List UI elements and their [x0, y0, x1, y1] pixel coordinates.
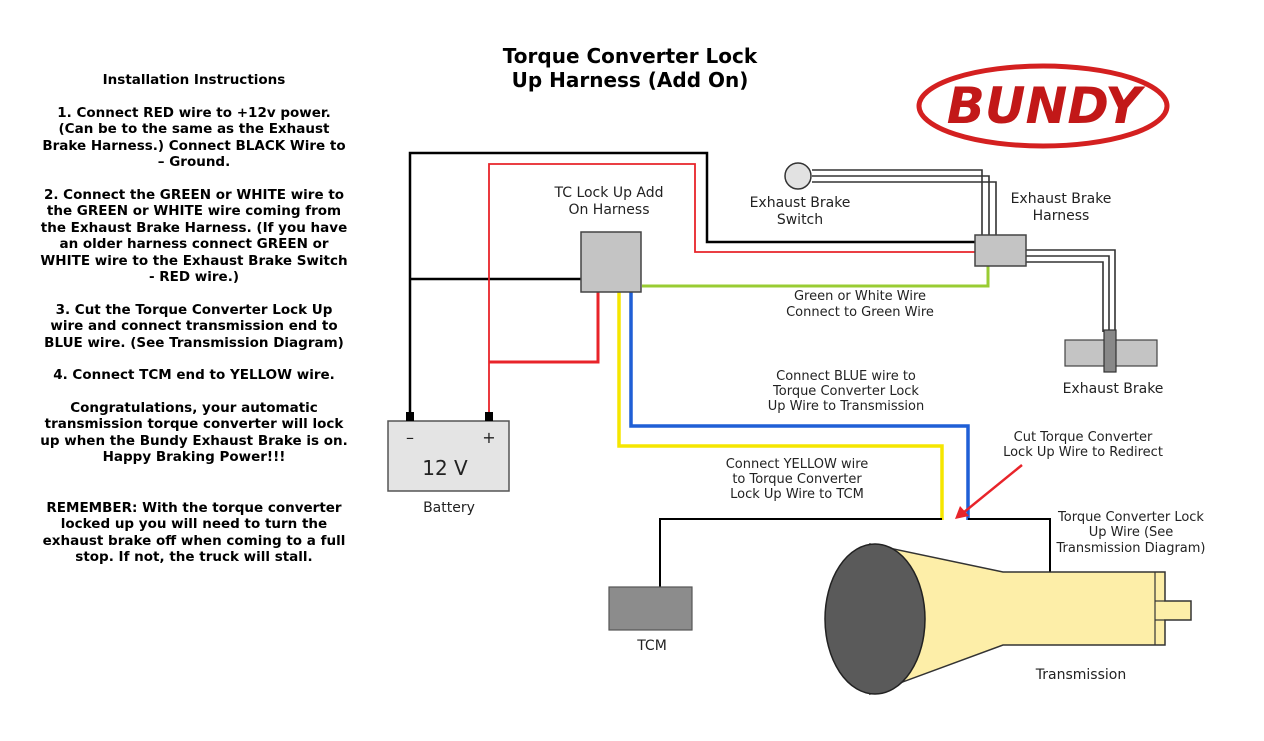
diagram-title: Torque Converter Lock Up Harness (Add On…: [470, 44, 790, 92]
transmission-icon: [824, 543, 1192, 696]
battery-icon: [387, 412, 510, 492]
blue-wire-label-line2: Torque Converter Lock: [772, 384, 919, 399]
battery-plus-label: +: [482, 428, 495, 447]
battery-minus-label: –: [406, 428, 414, 447]
exhaust-harness-label-line1: Exhaust Brake: [1011, 191, 1112, 207]
yellow-wire-label-line3: Lock Up Wire to TCM: [730, 487, 864, 502]
tc-harness-label-line1: TC Lock Up Add: [553, 185, 663, 201]
green-wire-label-line2: Connect to Green Wire: [786, 305, 934, 320]
exhaust-brake-label: Exhaust Brake: [1063, 381, 1164, 397]
green-wire-label-line1: Green or White Wire: [794, 289, 926, 304]
instructions-heading: Installation Instructions: [102, 72, 286, 88]
blue-wire: [629, 292, 970, 520]
tc-lockup-harness-box: [580, 231, 642, 293]
red-wire-top: [488, 163, 975, 412]
exhaust-switch-label-line2: Switch: [777, 212, 823, 228]
blue-wire-label-line1: Connect BLUE wire to: [776, 369, 916, 384]
cut-wire-label-line2: Lock Up Wire to Redirect: [1003, 445, 1163, 460]
red-wire-power: [489, 292, 600, 364]
transmission-wire: [968, 518, 1051, 572]
congratulations-note: Congratulations, your automatic transmis…: [40, 399, 348, 466]
transmission-label: Transmission: [1035, 667, 1126, 683]
tc-wire-label-line1: Torque Converter Lock: [1057, 510, 1204, 525]
exhaust-harness-label-line2: Harness: [1033, 208, 1090, 224]
tc-harness-label-line2: On Harness: [568, 202, 649, 218]
instruction-step-3: 3. Cut the Torque Converter Lock Up wire…: [44, 301, 344, 351]
yellow-wire-label-line2: to Torque Converter: [732, 472, 862, 487]
red-arrow-icon: [955, 464, 1023, 519]
yellow-wire: [617, 292, 944, 520]
blue-wire-label-line3: Up Wire to Transmission: [768, 399, 924, 414]
instruction-step-2: 2. Connect the GREEN or WHITE wire to th…: [40, 186, 348, 286]
exhaust-brake-harness-box: [974, 234, 1027, 267]
tcm-label: TCM: [636, 638, 667, 654]
exhaust-switch-label-line1: Exhaust Brake: [750, 195, 851, 211]
battery-label: Battery: [423, 500, 475, 516]
remember-note: REMEMBER: With the torque converter lock…: [42, 499, 346, 566]
exhaust-brake-icon: [1064, 329, 1158, 373]
cut-wire-label-line1: Cut Torque Converter: [1014, 430, 1153, 445]
tc-wire-label-line2: Up Wire (See: [1089, 525, 1174, 540]
tcm-box: [608, 586, 693, 631]
bundy-logo-text: BUNDY: [947, 77, 1146, 135]
instruction-step-4: 4. Connect TCM end to YELLOW wire.: [53, 367, 335, 383]
black-wire-top: [408, 151, 975, 412]
exhaust-brake-wires: [1026, 249, 1116, 332]
switch-wires: [812, 169, 997, 236]
title-line-1: Torque Converter Lock: [502, 44, 758, 68]
battery-voltage-label: 12 V: [422, 456, 468, 480]
installation-instructions: Installation Instructions 1. Connect RED…: [40, 72, 348, 582]
exhaust-brake-switch-icon: [784, 162, 812, 190]
yellow-wire-label-line1: Connect YELLOW wire: [726, 457, 869, 472]
green-wire: [642, 266, 990, 288]
title-line-2: Up Harness (Add On): [511, 68, 749, 92]
tc-wire-label-line3: Transmission Diagram): [1056, 541, 1206, 556]
bundy-logo: BUNDY: [916, 63, 1170, 149]
instruction-step-1: 1. Connect RED wire to +12v power. (Can …: [42, 104, 346, 171]
tcm-wire: [659, 518, 942, 590]
